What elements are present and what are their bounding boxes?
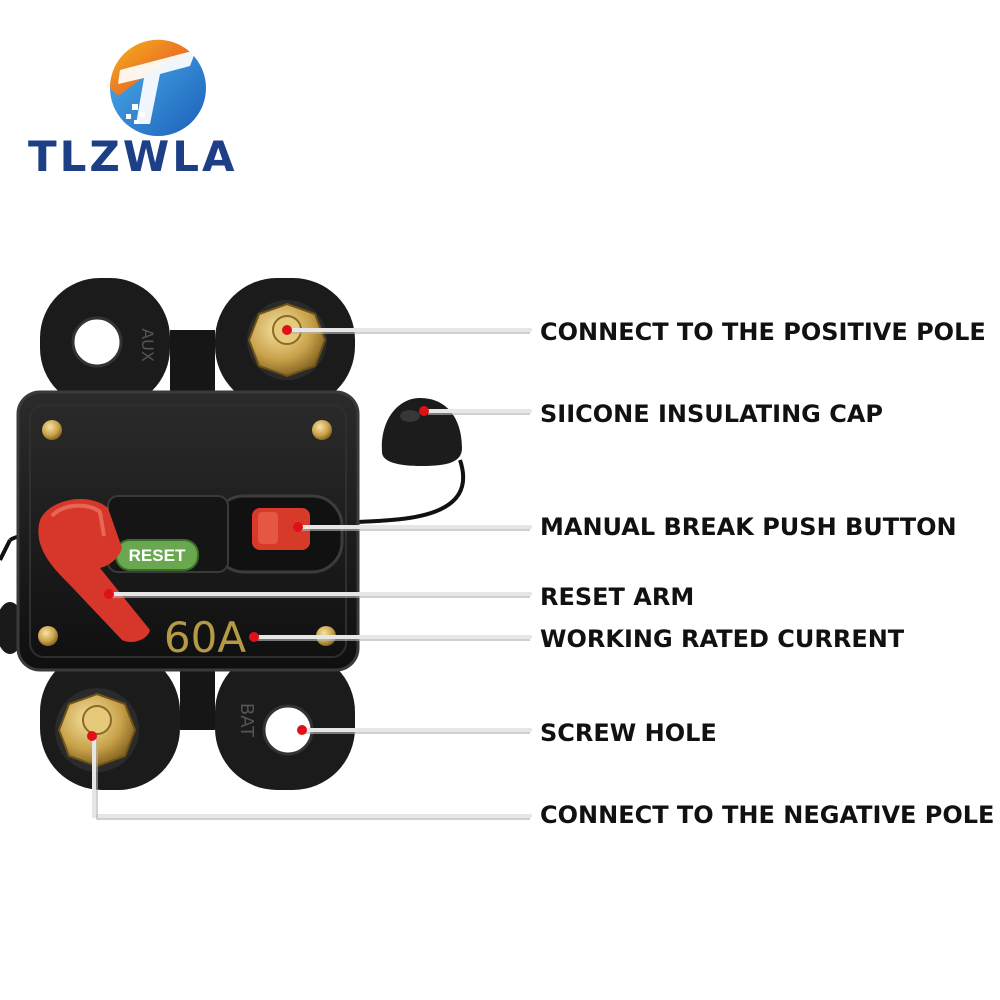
marker-positive-pole bbox=[282, 325, 292, 335]
marker-cap bbox=[419, 406, 429, 416]
callout-negative-pole: CONNECT TO THE NEGATIVE POLE bbox=[540, 801, 995, 829]
callout-manual-break-button: MANUAL BREAK PUSH BUTTON bbox=[540, 513, 957, 541]
brand-logo-icon bbox=[109, 39, 206, 136]
marker-screw-hole bbox=[297, 725, 307, 735]
rating-label: 60A bbox=[164, 613, 246, 662]
callout-screw-hole: SCREW HOLE bbox=[540, 719, 717, 747]
reset-label: RESET bbox=[129, 546, 186, 565]
leader-negative-pole bbox=[92, 734, 532, 818]
callout-reset-arm: RESET ARM bbox=[540, 583, 695, 611]
callout-rated-current: WORKING RATED CURRENT bbox=[540, 625, 905, 653]
marker-reset-arm bbox=[104, 589, 114, 599]
marker-negative-pole bbox=[87, 731, 97, 741]
callout-positive-pole: CONNECT TO THE POSITIVE POLE bbox=[540, 318, 986, 346]
brand-name: TLZWLA bbox=[28, 132, 238, 181]
marker-rated-current bbox=[249, 632, 259, 642]
aux-marking: AUX bbox=[138, 328, 157, 362]
bat-marking: BAT bbox=[236, 703, 257, 738]
marker-manual-break bbox=[293, 522, 303, 532]
callout-insulating-cap: SIICONE INSULATING CAP bbox=[540, 400, 884, 428]
